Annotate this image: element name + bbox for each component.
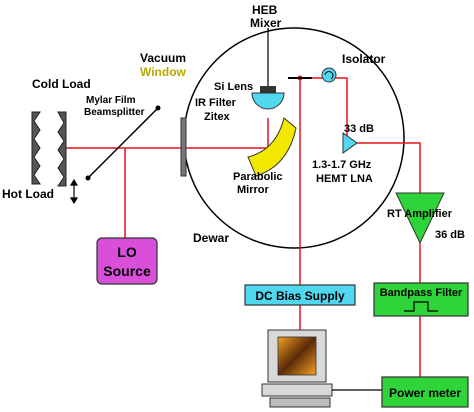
- dc-bias-supply-label: DC Bias Supply: [255, 289, 345, 303]
- heb-mixer-label-1: HEB: [252, 3, 278, 17]
- beamsplitter-line: [87, 107, 159, 179]
- bandpass-filter-label: Bandpass Filter: [380, 287, 463, 299]
- window-label: Window: [140, 65, 187, 79]
- lna-to-rt-line: [357, 142, 421, 193]
- hemt-lna-label: HEMT LNA: [316, 173, 373, 185]
- bandpass-symbol-icon: [404, 301, 438, 312]
- load-move-arrow: [69, 178, 79, 205]
- beamsplitter-pivot-top: [155, 105, 161, 111]
- hot-load-label: Hot Load: [2, 187, 54, 201]
- lo-source-label-1: LO: [117, 244, 137, 260]
- zitex-label: Zitex: [204, 111, 231, 123]
- dc-bias-supply-box: [244, 284, 356, 306]
- hemt-freq-label: 1.3-1.7 GHz: [312, 159, 372, 171]
- si-lens-icon: [251, 92, 285, 110]
- rt-gain-label: 36 dB: [435, 229, 465, 241]
- isolator-icon: [321, 67, 337, 83]
- heb-mixer-label-2: Mixer: [250, 16, 282, 30]
- rt-amplifier-label: RT Amplifier: [387, 208, 453, 220]
- lna-gain-label: 33 dB: [344, 123, 374, 135]
- isolator-label: Isolator: [342, 52, 386, 66]
- parabolic-mirror-icon: [247, 117, 297, 177]
- cold-load-label: Cold Load: [32, 77, 91, 91]
- si-lens-label: Si Lens: [214, 81, 253, 93]
- power-meter-box: [381, 376, 469, 408]
- lo-source-label-2: Source: [103, 263, 151, 279]
- cold-load-icon: [57, 111, 67, 187]
- hot-load-icon: [31, 111, 41, 185]
- power-meter-label: Power meter: [389, 386, 461, 400]
- isolator-to-lna-line: [336, 77, 348, 143]
- mylar-film-label: Mylar Film: [86, 95, 136, 106]
- rt-amplifier-icon: [395, 192, 445, 245]
- beamsplitter-label: Beamsplitter: [84, 107, 145, 118]
- vacuum-label: Vacuum: [140, 51, 186, 65]
- bandpass-filter-box: [373, 282, 469, 317]
- heb-mixer-block: [260, 86, 276, 93]
- computer-icon: [261, 329, 333, 408]
- ir-filter-label: IR Filter: [195, 97, 237, 109]
- beamsplitter-pivot-bottom: [85, 175, 91, 181]
- vacuum-window-icon: [180, 117, 187, 177]
- parabolic-label: Parabolic: [233, 171, 283, 183]
- hemt-lna-icon: [342, 132, 358, 154]
- mirror-label: Mirror: [237, 184, 270, 196]
- lo-source-box: [96, 237, 158, 285]
- dewar-label: Dewar: [193, 231, 229, 245]
